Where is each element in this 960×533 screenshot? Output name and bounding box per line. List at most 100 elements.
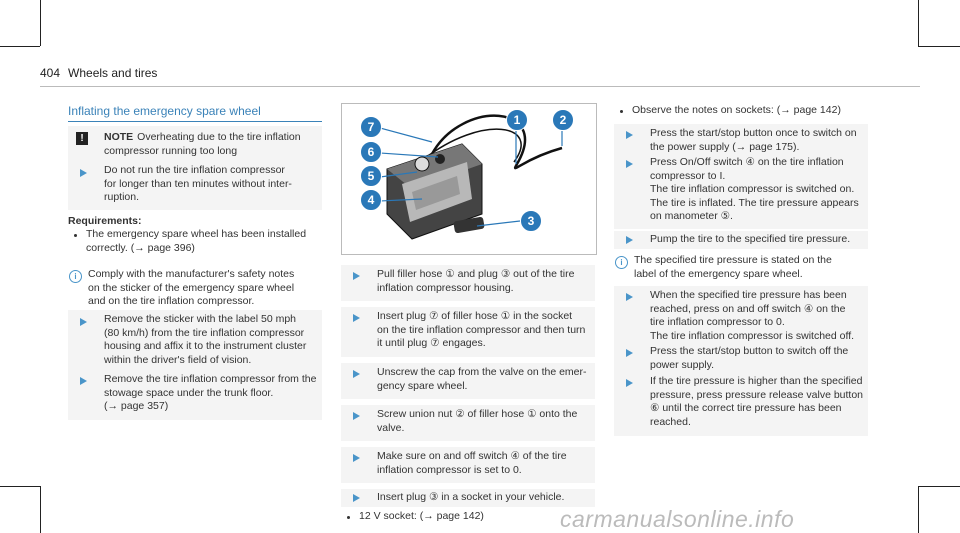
bullet-text: Observe the notes on sockets: (→ page 14… (632, 104, 841, 116)
step-box (614, 231, 868, 249)
step-text: Remove the sticker with the label 50 mph… (104, 313, 306, 367)
text-line: for longer than ten minutes without inte… (104, 177, 292, 190)
text-line: gency spare wheel. (377, 379, 468, 392)
step-box (68, 310, 322, 374)
step-box (341, 307, 595, 357)
text-line: pressure, press pressure release valve b… (650, 388, 864, 401)
step-text: Insert plug ⑦ of filler hose ① in the so… (377, 310, 585, 351)
step-arrow-icon (80, 377, 87, 385)
step-box (341, 447, 595, 483)
text-line: Remove the sticker with the label 50 mph (104, 313, 297, 325)
step-arrow-icon (626, 349, 633, 357)
text-line: Do not run the tire inflation compressor (104, 164, 285, 176)
text-line: The specified tire pressure is stated on… (634, 254, 832, 266)
text-line: within the driver's field of vision. (104, 353, 252, 366)
text-line: stowage space under the trunk floor. (104, 386, 274, 399)
page-number: 404 (40, 66, 61, 80)
note-line: compressor running too long (104, 144, 238, 157)
text-line: (80 km/h) from the tire inflation compre… (104, 326, 305, 339)
text-line: compressor to I. (650, 169, 726, 182)
text-line: Insert plug ③ in a socket in your vehicl… (377, 491, 565, 503)
step-arrow-icon (353, 412, 360, 420)
header-divider (40, 86, 920, 87)
step-arrow-icon (626, 160, 633, 168)
crop-mark (40, 486, 41, 533)
step-box (341, 265, 595, 301)
step-text: Press On/Off switch ④ on the tire inflat… (650, 156, 859, 224)
text-line: valve. (377, 421, 405, 434)
step-arrow-icon (353, 370, 360, 378)
step-arrow-icon (80, 169, 87, 177)
requirement-item: The emergency spare wheel has been insta… (86, 228, 306, 255)
text-line: Unscrew the cap from the valve on the em… (377, 366, 587, 378)
text-line: Press the start/stop button once to swit… (650, 127, 857, 139)
text-line: it until plug ⑦ engages. (377, 337, 486, 349)
text-line: the power supply (→ page 175). (650, 140, 800, 153)
text-line: Pull filler hose ① and plug ③ out of the… (377, 268, 575, 280)
step-text: Unscrew the cap from the valve on the em… (377, 366, 587, 393)
step-arrow-icon (353, 454, 360, 462)
crop-mark (918, 486, 960, 487)
text-line: When the specified tire pressure has bee… (650, 289, 847, 301)
text-line: inflation compressor housing. (377, 281, 514, 294)
bullet-dot (620, 110, 623, 113)
text-line: reached, press on and off switch ④ on th… (650, 302, 846, 315)
text-line: housing and affix it to the instrument c… (104, 340, 307, 352)
step-text: Screw union nut ② of filler hose ① onto … (377, 408, 577, 435)
header-section: Wheels and tires (68, 66, 158, 80)
callout-6: 6 (360, 141, 382, 163)
step-text: Pump the tire to the specified tire pres… (650, 233, 850, 247)
text-line: Make sure on and off switch ④ of the tir… (377, 450, 567, 462)
step-box (614, 372, 868, 436)
section-rule (68, 121, 322, 122)
text-line: The emergency spare wheel has been insta… (86, 228, 307, 240)
step-box (614, 153, 868, 229)
crop-mark (918, 486, 919, 533)
text-line: ruption. (104, 191, 140, 203)
step-text: Pull filler hose ① and plug ③ out of the… (377, 268, 574, 295)
crop-mark (40, 0, 41, 46)
step-arrow-icon (353, 272, 360, 280)
callout-5: 5 (360, 165, 382, 187)
warning-icon: ! (76, 132, 88, 145)
text-line: on the sticker of the emergency spare wh… (88, 281, 295, 294)
step-arrow-icon (626, 236, 633, 244)
note-action: Do not run the tire inflation compressor… (104, 164, 292, 205)
step-text: Press the start/stop button to switch of… (650, 345, 848, 372)
text-line: Insert plug ⑦ of filler hose ① in the so… (377, 310, 573, 322)
step-box (614, 286, 868, 350)
note-line: Overheating due to the tire inflation (137, 131, 301, 143)
bullet-dot (347, 516, 350, 519)
note-action-box (68, 162, 322, 210)
crop-mark (0, 486, 40, 487)
step-box (341, 489, 595, 507)
text-line: Screw union nut ② of filler hose ① onto … (377, 408, 578, 420)
callout-2: 2 (552, 109, 574, 131)
info-note: The specified tire pressure is stated on… (634, 254, 832, 281)
info-icon: i (69, 270, 82, 283)
page-header: 404 Wheels and tires (40, 66, 157, 80)
step-text: Remove the tire inflation compressor fro… (104, 373, 316, 414)
text-line: Remove the tire inflation compressor fro… (104, 373, 317, 385)
step-box (341, 363, 595, 399)
compressor-illustration (379, 114, 563, 240)
text-line: and on the tire inflation compressor. (88, 295, 255, 307)
requirements-label: Requirements: (68, 215, 142, 227)
text-line: inflation compressor is set to 0. (377, 463, 522, 476)
step-arrow-icon (626, 293, 633, 301)
text-line: reached. (650, 415, 691, 428)
crop-mark (0, 46, 40, 47)
step-arrow-icon (80, 318, 87, 326)
info-note: Comply with the manufacturer's safety no… (88, 268, 294, 309)
bullet-text: 12 V socket: (→ page 142) (359, 510, 484, 522)
text-line: correctly. (→ page 396) (86, 241, 195, 254)
compressor-figure: 7 6 5 4 1 2 3 (341, 103, 597, 255)
info-icon: i (615, 256, 628, 269)
step-box (341, 405, 595, 441)
text-line: Press On/Off switch ④ on the tire inflat… (650, 156, 844, 168)
note-box (68, 126, 322, 168)
text-line: on the tire inflation compressor and the… (377, 323, 586, 336)
text-line: ⑥ until the correct tire pressure has be… (650, 402, 842, 414)
step-box (68, 368, 322, 420)
text-line: The tire inflation compressor is switche… (650, 329, 855, 342)
